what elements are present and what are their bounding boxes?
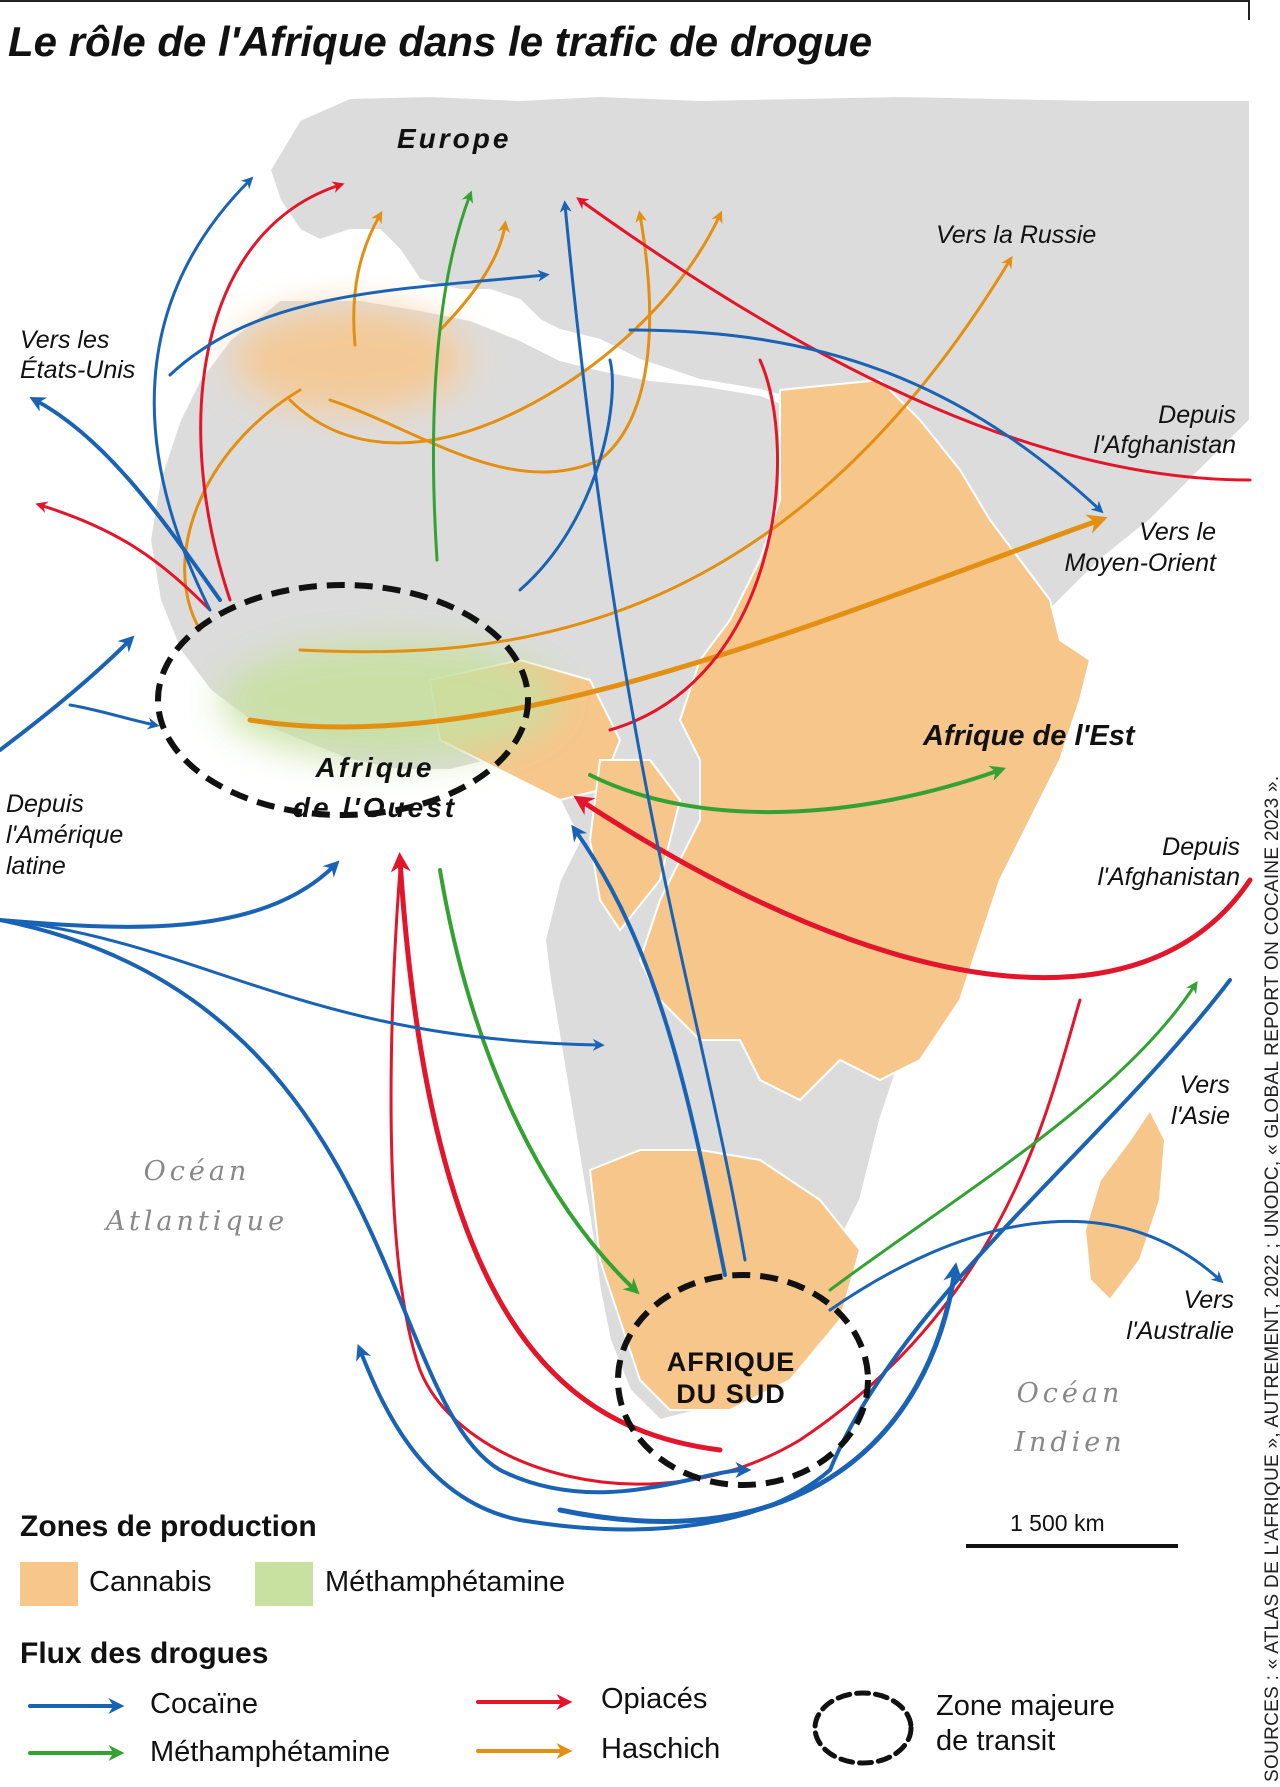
hashish-flows (183, 210, 1108, 730)
opiate-flow (390, 852, 723, 1453)
cocaine-flows (0, 176, 1232, 1532)
legend-transit-label: Zone majeure (936, 1690, 1115, 1722)
label-vers-australie: Vers (1184, 1286, 1234, 1314)
label-vers-asie: Vers (1180, 1071, 1230, 1099)
legend-flows-title: Flux des drogues (20, 1637, 269, 1670)
cocaine-flow (559, 200, 747, 1262)
cannabis-zone-madagascar (1083, 1108, 1167, 1302)
cannabis-zone-south (588, 1149, 862, 1411)
label-vers-les-etats-unis: États-Unis (20, 355, 135, 384)
hashish-flow (352, 210, 383, 347)
label-ocean-indien: Océan (1017, 1378, 1124, 1409)
opiate-flow (199, 181, 345, 602)
label-depuis-afghanistan-north: l'Afghanistan (1094, 431, 1236, 459)
legend-hashish-label: Haschich (601, 1733, 721, 1765)
label-afrique-du-sud: AFRIQUE (667, 1347, 796, 1377)
cocaine-flow (628, 328, 1104, 514)
opiate-flows (35, 181, 1253, 1486)
cocaine-flow (0, 635, 135, 752)
legend-methamphetamine-zone-label: Méthamphétamine (325, 1566, 566, 1598)
map-labels: Europe Vers les États-Unis Vers la Russi… (6, 123, 1240, 1458)
cocaine-flow (828, 1219, 1224, 1312)
cocaine-flow (29, 396, 222, 602)
hashish-flow (298, 255, 1013, 654)
label-vers-les-etats-unis: Vers les (20, 326, 109, 354)
scale-label: 1 500 km (1010, 1510, 1105, 1536)
cocaine-flow (0, 918, 752, 1495)
scale-bar (966, 1544, 1178, 1548)
legend-transit-label-2: de transit (936, 1725, 1056, 1757)
label-afrique-du-sud: DU SUD (676, 1379, 786, 1409)
cocaine-flow (168, 269, 550, 377)
legend-methamphetamine-flow-label: Méthamphétamine (150, 1736, 391, 1768)
page-title: Le rôle de l'Afrique dans le trafic de d… (8, 18, 873, 65)
hashish-flow (438, 220, 510, 332)
label-vers-asie: l'Asie (1171, 1102, 1230, 1130)
label-europe: Europe (397, 123, 511, 154)
cocaine-flow (557, 1262, 964, 1524)
hashish-flow (288, 210, 723, 445)
legend-cocaine-label: Cocaïne (150, 1688, 259, 1720)
label-depuis-afghanistan-east: Depuis (1162, 833, 1240, 861)
label-ocean-atlantique: Océan (144, 1156, 251, 1187)
cocaine-flow (0, 918, 605, 1051)
label-ocean-atlantique: Atlantique (103, 1206, 288, 1237)
label-ocean-indien: Indien (1013, 1427, 1125, 1458)
label-afrique-est: Afrique de l'Est (922, 720, 1136, 752)
label-vers-la-russie: Vers la Russie (936, 221, 1096, 249)
cocaine-flow (68, 703, 160, 730)
label-depuis-afghanistan-east: l'Afghanistan (1098, 863, 1240, 891)
cocaine-flow (571, 824, 727, 1277)
methamphetamine-flow (431, 190, 474, 562)
label-vers-moyen-orient: Moyen-Orient (1065, 549, 1217, 577)
label-afrique-ouest: Afrique (315, 752, 435, 783)
cocaine-flow (0, 860, 340, 929)
opiate-flow (576, 197, 1252, 482)
label-depuis-afghanistan-north: Depuis (1158, 401, 1236, 429)
transit-zone-south-africa (615, 1272, 871, 1488)
methamphetamine-flows (431, 190, 1198, 1295)
label-depuis-amerique-latine: l'Amérique (6, 821, 123, 849)
label-depuis-amerique-latine: Depuis (6, 790, 84, 818)
methamphetamine-flow (828, 980, 1198, 1292)
legend-production-title: Zones de production (20, 1510, 317, 1543)
transit-zone-west-africa (155, 582, 531, 818)
label-depuis-amerique-latine: latine (6, 852, 66, 880)
label-afrique-ouest: de l'Ouest (293, 792, 457, 823)
right-rule (1248, 0, 1250, 20)
methamphetamine-flow (438, 868, 640, 1295)
label-vers-australie: l'Australie (1126, 1317, 1234, 1345)
opiate-flow (608, 358, 779, 732)
methamphetamine-zone (220, 640, 560, 760)
legend-graphics (28, 1690, 914, 1766)
legend-transit-ellipse (812, 1690, 914, 1766)
legend-cannabis-swatch (20, 1562, 78, 1606)
cocaine-flow (518, 358, 614, 592)
cannabis-zone-morocco (229, 304, 471, 416)
cannabis-zone-east-africa (638, 378, 1092, 1102)
opiate-flow (389, 868, 1082, 1486)
opiate-flow (35, 501, 212, 612)
sources-note: SOURCES : « ATLAS DE L'AFRIQUE », AUTREM… (1262, 775, 1280, 1782)
legend-opiates-label: Opiacés (601, 1683, 708, 1715)
opiate-flow (573, 795, 1253, 980)
hashish-flow (183, 388, 302, 632)
legend-cannabis-label: Cannabis (89, 1566, 212, 1598)
legend-methamphetamine-swatch (255, 1562, 313, 1606)
label-vers-moyen-orient: Vers le (1139, 518, 1216, 546)
hashish-flow (247, 514, 1108, 730)
methamphetamine-flow (588, 765, 1007, 815)
top-rule (0, 0, 1250, 2)
